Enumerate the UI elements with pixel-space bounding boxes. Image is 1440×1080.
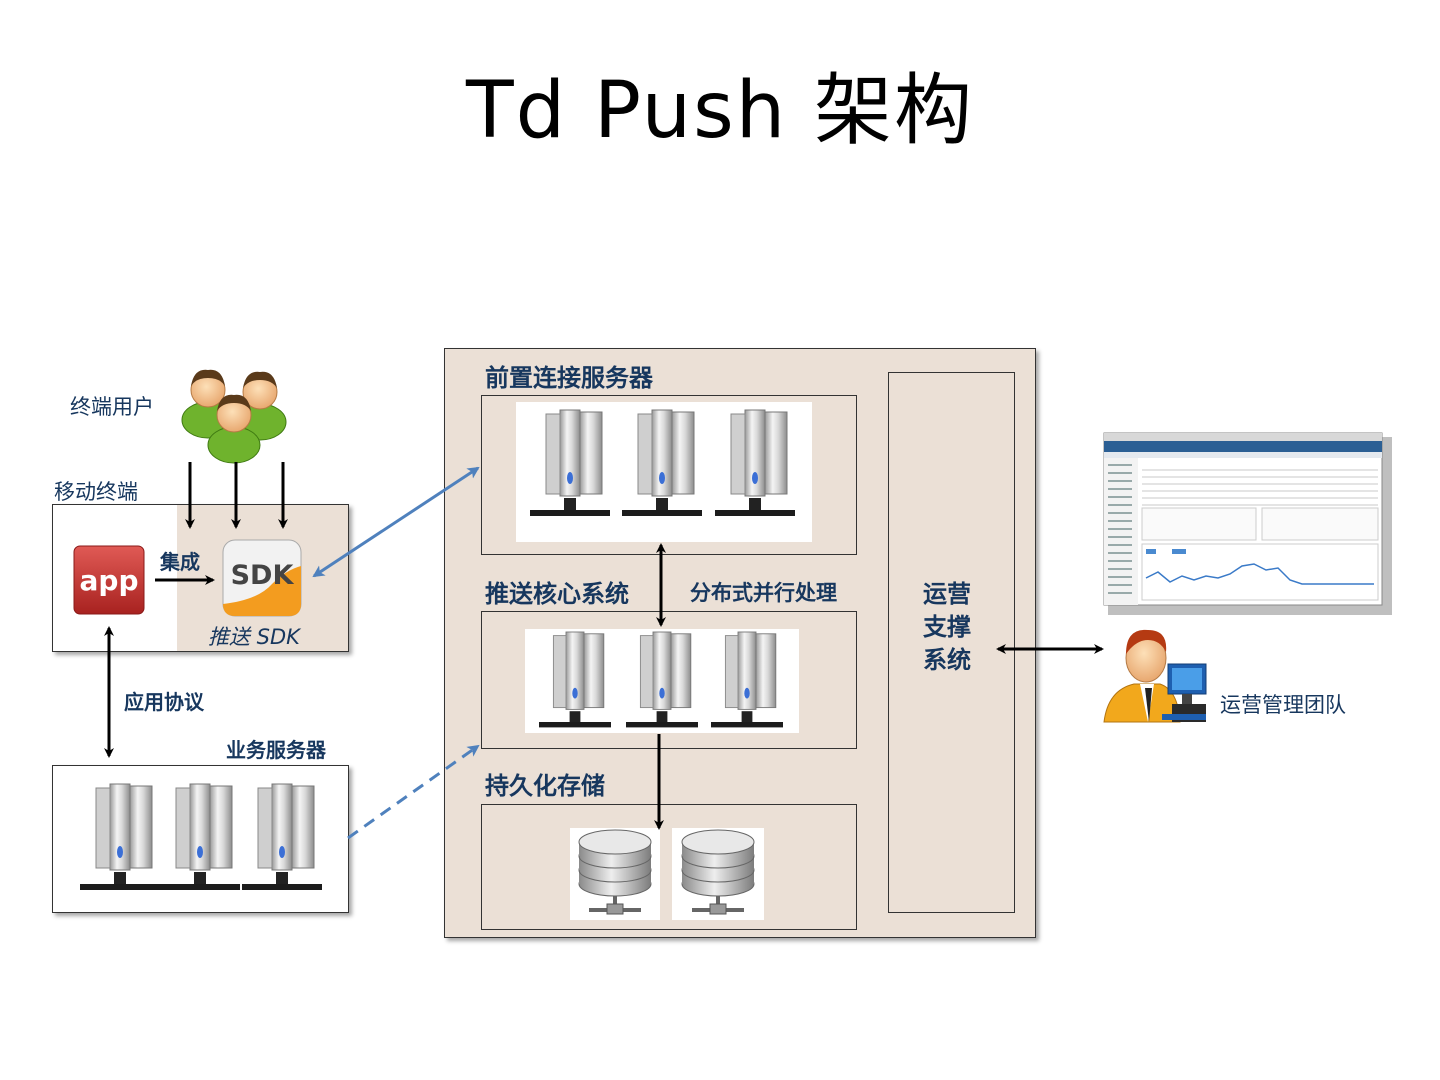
persistence-label: 持久化存储 bbox=[485, 772, 605, 800]
front-servers-icon bbox=[529, 409, 796, 517]
page-title: Td Push 架构 bbox=[466, 66, 974, 156]
persistence-box bbox=[481, 804, 857, 930]
distributed-label: 分布式并行处理 bbox=[690, 581, 837, 605]
manager-at-computer-icon bbox=[1103, 629, 1207, 723]
front-server-label: 前置连接服务器 bbox=[485, 364, 653, 392]
push-sdk-label: 推送 SDK bbox=[208, 625, 300, 649]
business-servers-icon bbox=[79, 783, 323, 891]
users-group-icon bbox=[181, 369, 287, 464]
database-icons bbox=[578, 829, 755, 915]
end-users-label: 终端用户 bbox=[70, 395, 154, 419]
business-core-arrow bbox=[347, 744, 480, 840]
dashboard-screenshot-icon bbox=[1103, 432, 1392, 615]
sdk-icon-text: SDK bbox=[231, 560, 295, 591]
ops-support-label-3: 系统 bbox=[923, 646, 971, 674]
ops-support-box bbox=[888, 372, 1015, 913]
push-core-label: 推送核心系统 bbox=[485, 580, 629, 608]
app-icon: app bbox=[73, 545, 145, 615]
integrate-label: 集成 bbox=[160, 550, 200, 574]
sdk-icon: SDK bbox=[222, 539, 302, 617]
ops-support-label-2: 支撑 bbox=[923, 613, 971, 641]
business-server-label: 业务服务器 bbox=[226, 738, 326, 762]
app-protocol-label: 应用协议 bbox=[124, 690, 204, 714]
sdk-front-arrow bbox=[312, 466, 480, 578]
ops-support-label-1: 运营 bbox=[923, 580, 971, 608]
core-servers-icon bbox=[538, 631, 784, 728]
app-icon-text: app bbox=[80, 564, 139, 597]
mobile-terminal-label: 移动终端 bbox=[54, 480, 138, 504]
ops-team-label: 运营管理团队 bbox=[1220, 693, 1346, 717]
